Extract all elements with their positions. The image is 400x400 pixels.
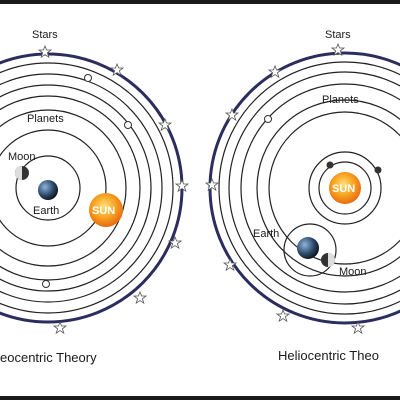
geo-orbit bbox=[0, 109, 127, 267]
helio-orbit bbox=[318, 161, 372, 215]
helio-caption: Heliocentric Theo bbox=[278, 348, 379, 363]
star-icon bbox=[133, 291, 147, 304]
helio-moon-label: Moon bbox=[339, 266, 367, 278]
geo-earth-label: Earth bbox=[33, 205, 59, 217]
geo-orbit bbox=[0, 84, 152, 292]
geo-moon-label: Moon bbox=[8, 151, 36, 163]
helio-planets-label: Planets bbox=[322, 94, 359, 106]
planet-dot bbox=[84, 74, 92, 82]
helio-orbit bbox=[268, 111, 400, 265]
heliocentric-model: Stars Planets Earth Moon SUN Heliocentri… bbox=[205, 29, 400, 363]
star-icon bbox=[205, 178, 219, 191]
helio-orbit bbox=[256, 99, 400, 277]
earth-body bbox=[38, 180, 58, 200]
geo-caption: eocentric Theory bbox=[0, 350, 97, 365]
star-icon bbox=[53, 321, 67, 334]
geo-orbit bbox=[0, 73, 163, 303]
geo-orbit bbox=[15, 155, 81, 221]
planet-dot bbox=[124, 121, 132, 129]
helio-orbit bbox=[240, 83, 400, 293]
moon-lit-side bbox=[15, 166, 22, 180]
geo-sun-label: SUN bbox=[92, 205, 115, 217]
geocentric-model: Stars Planets Moon Earth SUN eocentric T… bbox=[0, 29, 189, 365]
star-icon bbox=[223, 258, 237, 271]
helio-sun-label: SUN bbox=[332, 183, 355, 195]
sun-body bbox=[89, 193, 123, 227]
earth-body bbox=[297, 237, 319, 259]
helio-earth-label: Earth bbox=[253, 228, 279, 240]
sun-body bbox=[329, 172, 361, 204]
planet-dot bbox=[326, 161, 334, 169]
geo-stars-label: Stars bbox=[32, 29, 58, 41]
helio-stars-label: Stars bbox=[325, 29, 351, 41]
planet-dot bbox=[42, 280, 50, 288]
geo-orbit bbox=[0, 62, 174, 314]
helio-orbit bbox=[308, 151, 382, 225]
geo-orbit bbox=[0, 129, 107, 247]
geo-orbit bbox=[0, 95, 141, 281]
helio-orbit bbox=[218, 61, 400, 315]
geo-planets-label: Planets bbox=[27, 113, 64, 125]
earth-moon-orbit bbox=[283, 223, 337, 277]
planet-dot bbox=[264, 115, 272, 123]
star-icon bbox=[276, 309, 290, 322]
moon-lit-side bbox=[328, 253, 335, 267]
planet-dot bbox=[374, 166, 382, 174]
helio-orbit bbox=[228, 71, 400, 305]
